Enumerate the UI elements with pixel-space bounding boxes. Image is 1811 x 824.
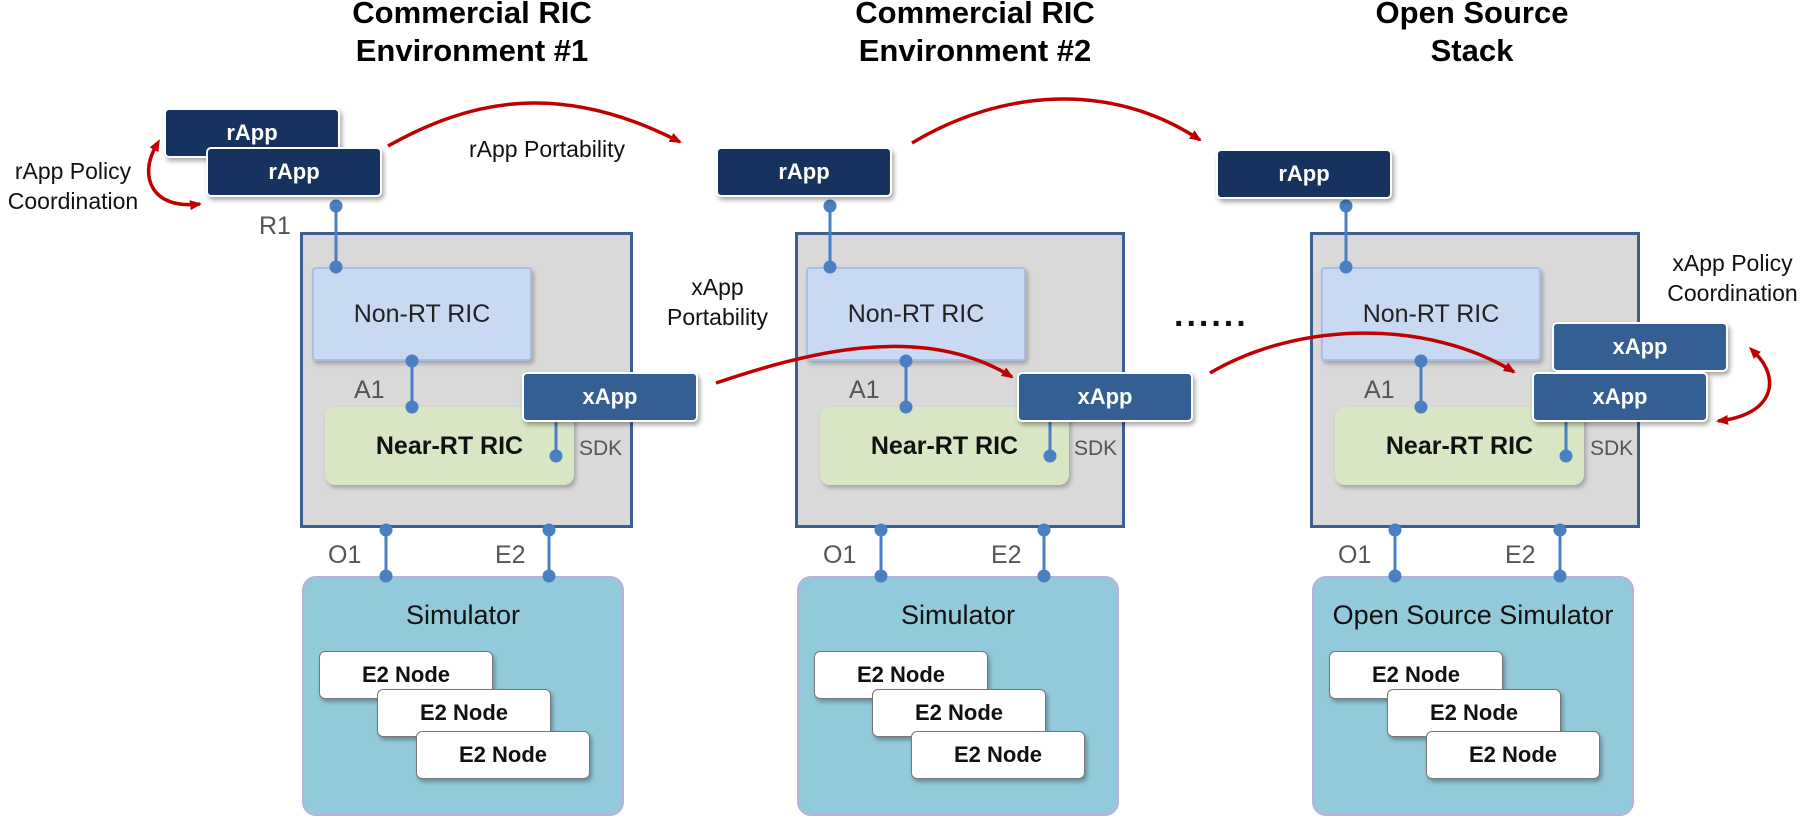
env3-non-rt-ric: Non-RT RIC (1321, 267, 1541, 361)
xapp-portability-label: xApp Portability (640, 272, 795, 332)
rapp-portability-label: rApp Portability (469, 136, 625, 162)
env2-e2-dot-bottom (1037, 569, 1051, 583)
env1-a1-dot-top (405, 354, 419, 368)
env3-title-line1: Open Source (1375, 0, 1569, 30)
env3-simulator-title: Open Source Simulator (1332, 600, 1614, 630)
env3-sdk-label: SDK (1590, 437, 1634, 460)
env3-a1-dot-top (1414, 354, 1428, 368)
env1-r1-dot-top (329, 199, 343, 213)
env3-e2-node-2: E2 Node (1387, 689, 1561, 737)
xapp-portability-line1: xApp (691, 274, 744, 300)
env2-r1-dot-top (823, 199, 837, 213)
env2-o1-label: O1 (823, 541, 857, 569)
env3-rapp[interactable]: rApp (1216, 149, 1392, 199)
env2-e2-node-3: E2 Node (911, 731, 1085, 779)
env1-title: Commercial RIC Environment #1 (292, 0, 652, 70)
env2-e2-label: E2 (991, 541, 1022, 569)
env2-non-rt-ric: Non-RT RIC (806, 267, 1026, 361)
xapp-policy-coordination-label: xApp Policy Coordination (1654, 248, 1811, 308)
env3-e2-label: E2 (1505, 541, 1536, 569)
env3-e2-dot-top (1553, 523, 1567, 537)
env2-e2-node-2: E2 Node (872, 689, 1046, 737)
env2-e2-dot-top (1037, 523, 1051, 537)
env1-o1-dot-bottom (379, 569, 393, 583)
env1-simulator-title: Simulator (405, 600, 521, 630)
env1-near-rt-ric: Near-RT RIC (325, 407, 574, 485)
rapp-policy-coordination-arrow (146, 139, 202, 211)
env1-title-line2: Environment #1 (355, 33, 589, 68)
env1-e2-dot-bottom (542, 569, 556, 583)
xapp-policy-coordination-arrow (1716, 346, 1772, 425)
env2-o1-dot-top (874, 523, 888, 537)
env3-sdk-dot-bottom (1559, 449, 1573, 463)
env1-e2-node-2: E2 Node (377, 689, 551, 737)
env3-o1-dot-bottom (1388, 569, 1402, 583)
env2-rapp[interactable]: rApp (716, 147, 892, 197)
ellipsis: ...... (1174, 296, 1249, 334)
env3-a1-dot-bottom (1414, 400, 1428, 414)
env2-a1-dot-top (899, 354, 913, 368)
env3-e2-dot-bottom (1553, 569, 1567, 583)
env3-a1-label: A1 (1364, 376, 1395, 404)
env3-title: Open Source Stack (1292, 0, 1652, 70)
env3-o1-label: O1 (1338, 541, 1372, 569)
env2-xapp[interactable]: xApp (1017, 372, 1193, 422)
env3-o1-dot-top (1388, 523, 1402, 537)
xapp-portability-arrow-2 (1209, 331, 1516, 375)
env2-a1-dot-bottom (899, 400, 913, 414)
env2-title-line2: Environment #2 (858, 33, 1092, 68)
env1-e2-node-3: E2 Node (416, 731, 590, 779)
env3-xapp[interactable]: xApp (1532, 372, 1708, 422)
env3-r1-dot-top (1339, 199, 1353, 213)
env2-o1-dot-bottom (874, 569, 888, 583)
env1-r1-label: R1 (259, 212, 291, 240)
xapp-portability-arrow-1 (715, 344, 1014, 385)
env3-r1-dot-bottom (1339, 260, 1353, 274)
env2-sdk-dot-bottom (1043, 449, 1057, 463)
env1-o1-dot-top (379, 523, 393, 537)
rapp-portability-arrow-2 (911, 97, 1202, 145)
env2-a1-label: A1 (849, 376, 880, 404)
env1-xapp[interactable]: xApp (522, 372, 698, 422)
env1-e2-label: E2 (495, 541, 526, 569)
env1-rapp[interactable]: rApp (206, 147, 382, 197)
env2-sdk-label: SDK (1074, 437, 1118, 460)
env1-a1-label: A1 (354, 376, 385, 404)
env1-a1-dot-bottom (405, 400, 419, 414)
env1-title-line1: Commercial RIC (352, 0, 592, 30)
env3-title-line2: Stack (1430, 33, 1514, 68)
rapp-policy-line2: Coordination (7, 188, 139, 214)
env1-o1-label: O1 (328, 541, 362, 569)
env2-title-line1: Commercial RIC (855, 0, 1095, 30)
xapp-policy-line2: Coordination (1667, 280, 1798, 306)
env1-r1-dot-bottom (329, 260, 343, 274)
env1-e2-dot-top (542, 523, 556, 537)
env3-xapp-back[interactable]: xApp (1552, 322, 1728, 372)
xapp-policy-line1: xApp Policy (1672, 250, 1793, 276)
env1-non-rt-ric: Non-RT RIC (312, 267, 532, 361)
rapp-policy-line1: rApp Policy (14, 158, 132, 184)
rapp-portability-arrow-1 (387, 101, 682, 148)
xapp-portability-line2: Portability (667, 304, 768, 330)
env2-r1-dot-bottom (823, 260, 837, 274)
env1-sdk-dot-bottom (549, 449, 563, 463)
env3-e2-node-3: E2 Node (1426, 731, 1600, 779)
env2-simulator-title: Simulator (900, 600, 1016, 630)
rapp-policy-coordination-label: rApp Policy Coordination (0, 156, 148, 216)
env2-title: Commercial RIC Environment #2 (795, 0, 1155, 70)
env1-sdk-label: SDK (579, 437, 623, 460)
